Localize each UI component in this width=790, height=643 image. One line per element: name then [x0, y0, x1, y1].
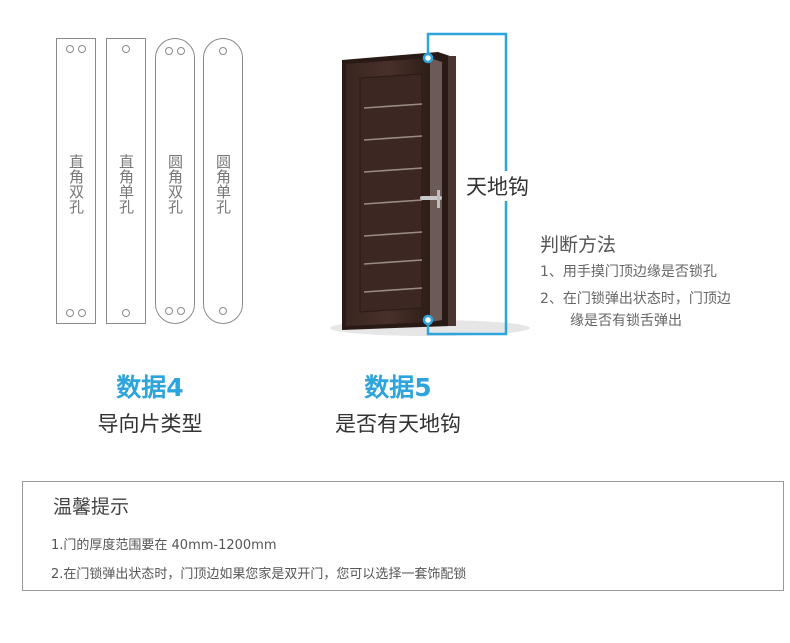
plate-label: 直角单孔: [117, 154, 135, 214]
plate-label: 直角双孔: [67, 154, 85, 214]
screw-hole-icon: [78, 309, 86, 317]
section4-title: 数据4: [116, 373, 184, 402]
guide-plate-round-double: 圆角双孔: [155, 38, 195, 324]
screw-hole-icon: [122, 309, 130, 317]
section5-title: 数据5: [364, 373, 432, 402]
judge-line-1: 1、用手摸门顶边缘是否锁孔: [540, 264, 717, 280]
screw-hole-icon: [177, 47, 185, 55]
guide-plate-square-single: 直角单孔: [106, 38, 146, 324]
judge-line-2: 2、在门锁弹出状态时，门顶边: [540, 291, 731, 307]
hook-label: 天地钩: [462, 171, 533, 201]
plate-label: 圆角单孔: [214, 154, 232, 214]
screw-hole-icon: [219, 47, 227, 55]
screw-hole-icon: [122, 45, 130, 53]
tips-title: 温馨提示: [53, 496, 130, 518]
section5-subtitle: 是否有天地钩: [335, 412, 461, 436]
tips-line-2: 2.在门锁弹出状态时，门顶边如果您家是双开门，您可以选择一套饰配锁: [51, 567, 467, 582]
screw-hole-icon: [165, 47, 173, 55]
screw-hole-icon: [165, 307, 173, 315]
plate-label: 圆角双孔: [166, 154, 184, 214]
screw-hole-icon: [177, 307, 185, 315]
door-illustration: [330, 52, 530, 336]
judge-line-3: 缘是否有锁舌弹出: [570, 313, 682, 329]
section4-subtitle: 导向片类型: [97, 412, 203, 436]
screw-hole-icon: [219, 307, 227, 315]
guide-plate-square-double: 直角双孔: [56, 38, 96, 324]
screw-hole-icon: [78, 45, 86, 53]
screw-hole-icon: [66, 309, 74, 317]
judge-title: 判断方法: [540, 234, 617, 256]
tips-line-1: 1.门的厚度范围要在 40mm-1200mm: [51, 538, 277, 553]
tips-box: 温馨提示 1.门的厚度范围要在 40mm-1200mm 2.在门锁弹出状态时，门…: [22, 481, 784, 591]
screw-hole-icon: [66, 45, 74, 53]
guide-plate-round-single: 圆角单孔: [203, 38, 243, 324]
